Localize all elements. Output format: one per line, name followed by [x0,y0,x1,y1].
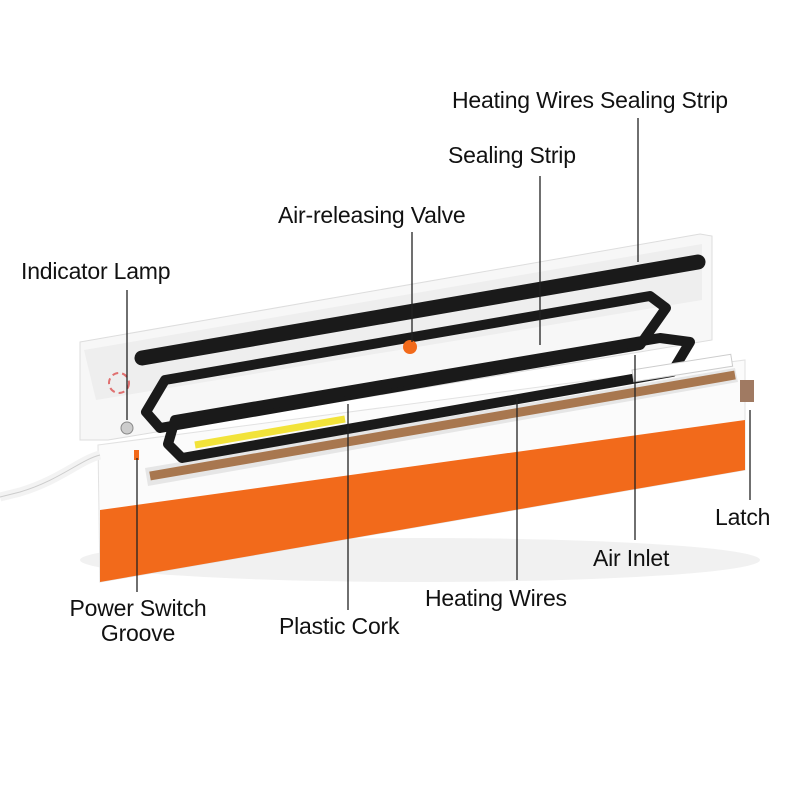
label-power-switch-groove-line1: Power Switch [69,595,207,621]
label-indicator-lamp: Indicator Lamp [21,258,171,284]
latch-part [740,380,754,402]
label-sealing-strip: Sealing Strip [448,142,576,168]
label-latch: Latch [715,504,771,530]
power-switch [134,450,139,460]
power-cord-outline [0,454,101,498]
label-power-switch-groove: Power Switch Groove [52,596,224,646]
yellow-strip [194,415,346,449]
label-heating-wires: Heating Wires [425,585,567,611]
leader-lines [126,118,751,610]
label-air-inlet: Air Inlet [593,545,670,571]
label-air-releasing-valve: Air-releasing Valve [278,202,466,228]
indicator-lamp [120,421,134,435]
air-releasing-valve-dot [403,340,417,354]
air-inlet-port [631,353,734,383]
label-plastic-cork: Plastic Cork [279,613,400,639]
label-power-switch-groove-line2: Groove [100,620,176,646]
heating-wires-sealing-strip [134,254,706,366]
heating-wire [149,370,736,481]
lid-marker [108,372,130,394]
label-heating-wires-sealing-strip: Heating Wires Sealing Strip [452,87,728,113]
orange-band [100,420,745,582]
